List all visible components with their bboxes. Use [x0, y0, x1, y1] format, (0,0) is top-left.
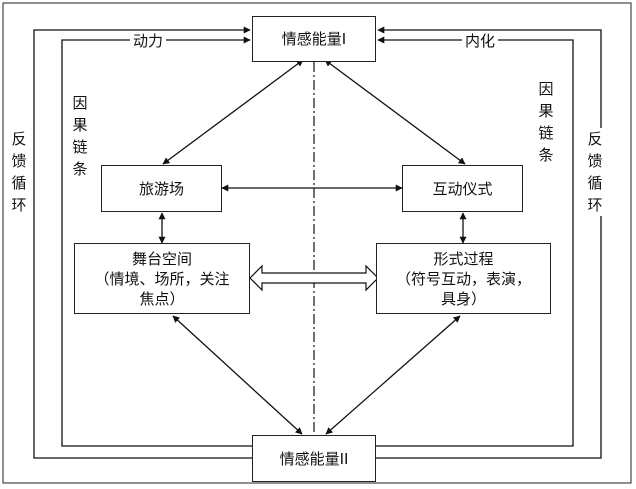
node-energy-bottom: 情感能量II — [252, 435, 376, 482]
feedback-loop-left-path — [33, 26, 252, 459]
node-tourism-field: 旅游场 — [101, 165, 222, 212]
node-interaction-ritual: 互动仪式 — [402, 165, 523, 212]
arrow-process-to-energy2 — [325, 315, 461, 435]
arrow-stage-to-energy2 — [172, 315, 303, 435]
node-energy-top: 情感能量I — [252, 16, 376, 62]
arrow-energy-to-tourism — [162, 59, 304, 165]
label-causal-chain-right: 因 果 链 条 — [538, 80, 554, 164]
label-internalization: 内化 — [462, 31, 499, 51]
node-stage-space: 舞台空间 （情境、场所，关注 焦点） — [74, 243, 250, 314]
node-formal-process: 形式过程 （符号互动，表演， 具身） — [376, 243, 551, 314]
arrow-energy-to-ritual — [324, 59, 466, 165]
label-causal-chain-left: 因 果 链 条 — [72, 94, 88, 178]
label-motivation: 动力 — [130, 31, 167, 51]
label-feedback-loop-left: 反 馈 循 环 — [11, 130, 27, 214]
page-frame — [2, 2, 632, 484]
feedback-loop-right-path — [376, 26, 602, 459]
label-feedback-loop-right: 反 馈 循 环 — [586, 128, 604, 216]
